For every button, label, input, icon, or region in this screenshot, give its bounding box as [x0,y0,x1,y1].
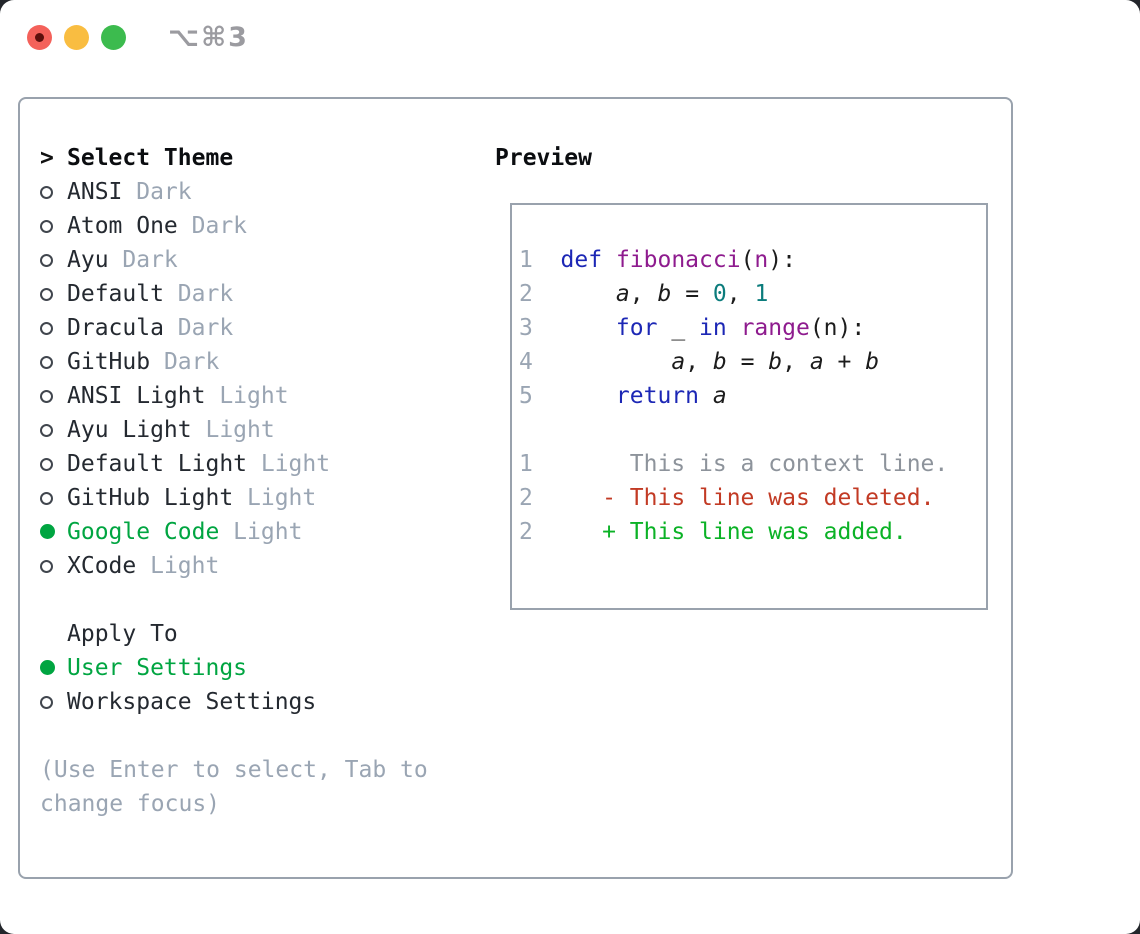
code-line: 3 for _ in range(n): [519,311,986,345]
radio-unselected-icon [40,345,67,379]
option-variant-label: Dark [163,281,234,307]
diff-line: 2 + This line was added. [519,515,986,549]
theme-option-ansi-light[interactable]: ANSI Light Light [40,379,428,413]
preview-title: Preview [495,145,592,171]
radio-selected-icon [40,515,67,549]
option-label: Google Code [67,519,220,545]
theme-option-dracula[interactable]: Dracula Dark [40,311,428,345]
close-button[interactable] [27,25,52,50]
option-label: Atom One [67,213,178,239]
option-variant-label: Light [247,451,331,477]
theme-option-default[interactable]: Default Dark [40,277,428,311]
diff-line: 1 This is a context line. [519,447,986,481]
option-label: ANSI Light [67,383,206,409]
title-bar: ⌥⌘3 [0,0,1140,72]
option-variant-label: Dark [177,213,248,239]
radio-unselected-icon [40,311,67,345]
radio-selected-icon [40,651,67,685]
line-number: 5 [519,383,533,409]
theme-option-xcode[interactable]: XCode Light [40,549,428,583]
option-label: Ayu Light [67,417,192,443]
line-number: 2 [519,519,533,545]
option-variant-label: Light [233,485,317,511]
radio-unselected-icon [40,685,67,719]
minimize-button[interactable] [64,25,89,50]
radio-unselected-icon [40,481,67,515]
apply-to-title: Apply To [67,621,178,647]
option-label: ANSI [67,179,123,205]
option-variant-label: Light [191,417,275,443]
traffic-lights [27,25,126,50]
radio-unselected-icon [40,447,67,481]
focus-cursor: > [40,145,54,171]
option-variant-label: Dark [108,247,178,273]
option-label: Ayu [67,247,109,273]
line-number: 2 [519,281,533,307]
window-title: ⌥⌘3 [168,22,249,53]
option-variant-label: Dark [163,315,234,341]
option-variant-label: Light [136,553,220,579]
radio-unselected-icon [40,277,67,311]
theme-option-atom-one[interactable]: Atom One Dark [40,209,428,243]
theme-option-github-light[interactable]: GitHub Light Light [40,481,428,515]
diff-line: 2 - This line was deleted. [519,481,986,515]
select-theme-header: > Select Theme [40,141,428,175]
select-theme-title: Select Theme [67,145,234,171]
line-number: 4 [519,349,533,375]
radio-unselected-icon [40,209,67,243]
option-label: GitHub [67,349,151,375]
radio-unselected-icon [40,379,67,413]
apply-to-header: Apply To [40,617,428,651]
zoom-button[interactable] [101,25,126,50]
code-line: 5 return a [519,379,986,413]
option-label: Default [67,281,164,307]
option-label: Dracula [67,315,164,341]
spacer [40,583,428,617]
option-label: Workspace Settings [67,689,317,715]
option-variant-label: Dark [150,349,220,375]
line-number: 2 [519,485,533,511]
theme-option-github[interactable]: GitHub Dark [40,345,428,379]
option-variant-label: Light [219,519,303,545]
option-variant-label: Light [205,383,289,409]
theme-option-ayu[interactable]: Ayu Dark [40,243,428,277]
radio-unselected-icon [40,175,67,209]
diff-preview-block: 1 This is a context line.2 - This line w… [519,447,986,549]
line-number: 1 [519,247,533,273]
radio-unselected-icon [40,549,67,583]
radio-unselected-icon [40,243,67,277]
line-number: 3 [519,315,533,341]
theme-option-default-light[interactable]: Default Light Light [40,447,428,481]
radio-unselected-icon [40,413,67,447]
spacer [40,719,428,753]
option-label: Default Light [67,451,248,477]
option-label: User Settings [67,655,248,681]
option-label: GitHub Light [67,485,234,511]
theme-option-ayu-light[interactable]: Ayu Light Light [40,413,428,447]
apply-option-user-settings[interactable]: User Settings [40,651,428,685]
theme-option-ansi[interactable]: ANSI Dark [40,175,428,209]
option-label: XCode [67,553,137,579]
option-variant-label: Dark [122,179,192,205]
help-text-line-1: (Use Enter to select, Tab to [40,757,428,783]
spacer [519,413,986,447]
code-line: 4 a, b = b, a + b [519,345,986,379]
apply-option-workspace-settings[interactable]: Workspace Settings [40,685,428,719]
help-text-line-2: change focus) [40,791,221,817]
line-number: 1 [519,451,533,477]
code-line: 2 a, b = 0, 1 [519,277,986,311]
theme-option-google-code[interactable]: Google Code Light [40,515,428,549]
